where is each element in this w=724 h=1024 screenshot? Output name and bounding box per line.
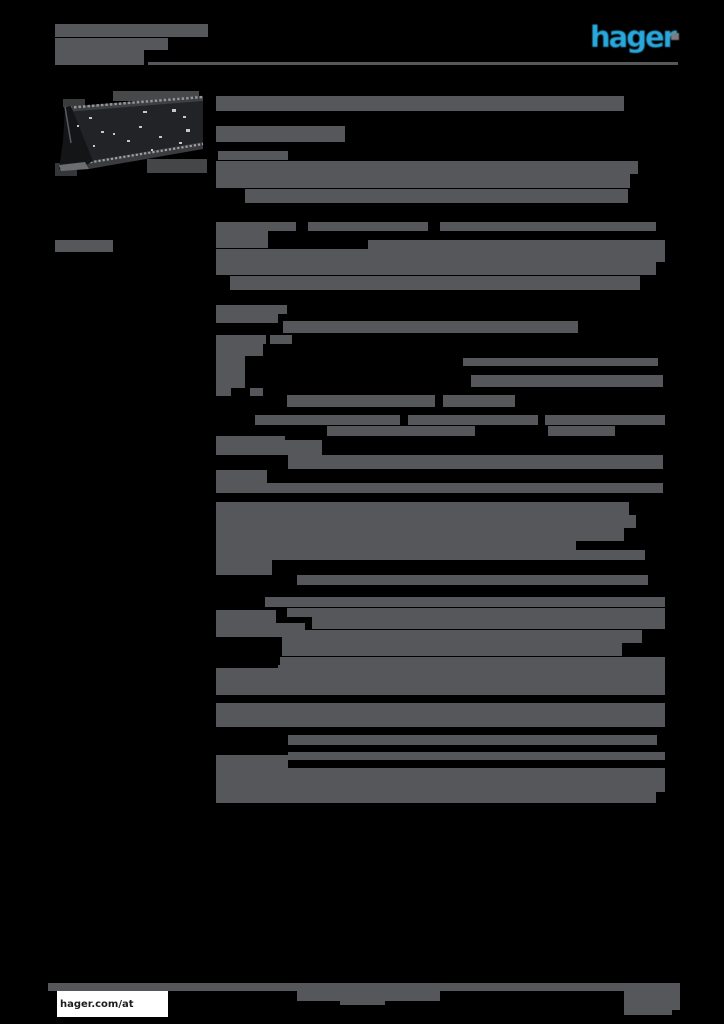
spec-block-4-bar (216, 610, 276, 623)
spec-block-6-bar (216, 780, 665, 792)
header-divider (148, 62, 678, 65)
spec-block-2-bar (250, 388, 263, 396)
header-title-bar (55, 24, 208, 37)
spec-block-3-bar (288, 455, 663, 469)
description-block-bar (216, 231, 268, 248)
spec-block-2-bar (443, 395, 515, 407)
spec-block-5-bar (216, 703, 665, 715)
spec-block-4-bar (297, 575, 648, 585)
spec-block-2-bar (408, 415, 538, 425)
spec-block-1-bar (216, 314, 278, 323)
spec-block-3-bar (216, 470, 267, 493)
footer-page-badge-bar (624, 1010, 672, 1015)
spec-block-2-bar (545, 415, 665, 425)
footer-center-text-bar (297, 990, 440, 1001)
spec-block-2-bar (216, 344, 263, 356)
description-block-bar (216, 222, 296, 231)
spec-block-2-bar (287, 395, 435, 407)
spec-block-3-bar (216, 550, 645, 560)
spec-block-1-bar (216, 305, 287, 314)
spec-block-2-bar (216, 388, 231, 396)
header-title-bar (55, 50, 144, 65)
spec-block-1-bar (216, 335, 266, 344)
spec-block-3-bar (216, 502, 629, 515)
hager-logo-registered-mark (671, 33, 679, 40)
spec-block-3-bar (216, 440, 322, 455)
spec-block-1-bar (283, 321, 578, 333)
spec-block-5-bar (216, 715, 665, 727)
footer-center-text-bar (340, 1001, 385, 1005)
footer-logo-box: hager.com/at (57, 991, 168, 1017)
spec-block-4-bar (265, 597, 665, 607)
spec-block-4-bar (287, 608, 665, 617)
description-block-bar (368, 240, 665, 249)
description-block-bar (216, 249, 665, 262)
spec-block-1-bar (270, 335, 292, 344)
features-paragraph-bar (216, 174, 630, 188)
features-paragraph-bar (216, 161, 638, 174)
spec-block-2-bar (548, 426, 615, 436)
spec-block-3-bar (265, 483, 663, 493)
footer-rule-bar (48, 983, 680, 991)
spec-block-5-bar (216, 755, 288, 768)
hager-logo: hager (590, 20, 677, 54)
spec-block-6-bar (216, 792, 656, 803)
spec-block-3-bar (216, 528, 624, 541)
spec-block-2-bar (255, 415, 400, 425)
product-image (55, 91, 207, 176)
spec-block-5-bar (288, 752, 665, 760)
features-heading-bar (218, 151, 288, 160)
description-block-bar (308, 222, 428, 231)
features-paragraph-bar (245, 189, 628, 203)
description-block-bar (216, 262, 656, 275)
product-title-bar (216, 96, 624, 111)
description-block-bar (230, 276, 640, 290)
spec-block-2-bar (327, 426, 475, 436)
spec-block-2-bar (463, 358, 658, 366)
spec-block-3-bar (216, 515, 636, 528)
header-title-bar (55, 38, 168, 50)
spec-block-5-bar (288, 735, 657, 745)
spec-block-4-bar (282, 630, 642, 643)
spec-block-2-bar (471, 375, 663, 387)
margin-note-bar (55, 240, 113, 252)
spec-block-4-bar (278, 680, 665, 695)
description-block-bar (440, 222, 656, 231)
spec-block-4-bar (312, 617, 665, 629)
spec-block-2-bar (216, 356, 245, 388)
product-subtitle-bar (216, 126, 345, 142)
spec-block-4-bar (282, 643, 622, 656)
spec-block-6-bar (216, 768, 665, 780)
spec-block-4-bar (216, 560, 272, 575)
spec-block-4-bar (278, 665, 665, 680)
spec-block-4-bar (280, 657, 665, 668)
spec-block-4-bar (216, 668, 278, 695)
footer-page-badge-bar (624, 991, 680, 1010)
footer-website-link[interactable]: hager.com/at (60, 998, 134, 1010)
